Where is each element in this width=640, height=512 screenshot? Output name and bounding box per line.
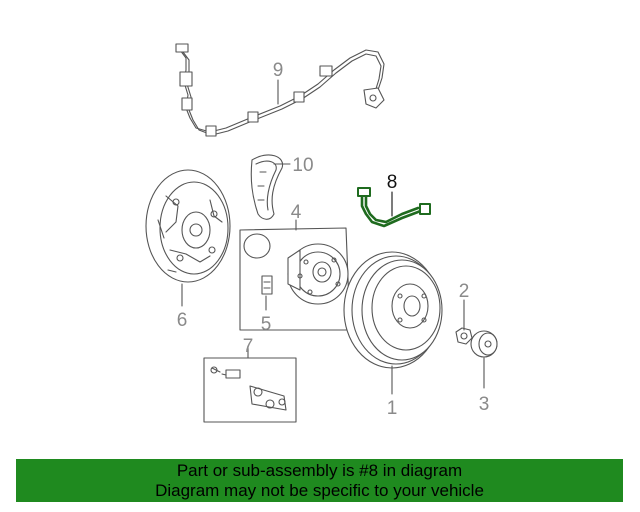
callout-7: 7 [243, 336, 254, 357]
abs-sensor-wire[interactable] [175, 43, 385, 137]
banner-line-disclaimer: Diagram may not be specific to your vehi… [155, 481, 484, 500]
wheel-cylinder-box[interactable] [203, 357, 297, 423]
callout-9: 9 [273, 60, 284, 81]
brake-drum[interactable] [343, 251, 443, 369]
parts-diagram: 9 10 8 4 5 6 7 1 2 3 [145, 43, 498, 423]
callout-2: 2 [459, 281, 470, 302]
callout-8: 8 [387, 172, 398, 193]
callout-1: 1 [387, 398, 398, 419]
info-banner: Part or sub-assembly is #8 in diagram Di… [16, 459, 623, 502]
leader-lines [181, 79, 485, 395]
callout-3: 3 [479, 394, 490, 415]
backing-plate[interactable] [145, 169, 231, 283]
banner-line-part: Part or sub-assembly is #8 in diagram [176, 461, 463, 480]
callout-4: 4 [291, 202, 302, 223]
callout-6: 6 [177, 310, 188, 331]
hub-assembly-box[interactable] [239, 227, 351, 331]
callout-5: 5 [261, 314, 272, 335]
hub-cap[interactable] [470, 330, 498, 358]
brake-hose-highlighted[interactable] [357, 187, 431, 228]
brake-shoe[interactable] [250, 154, 284, 220]
callout-10: 10 [292, 155, 313, 176]
